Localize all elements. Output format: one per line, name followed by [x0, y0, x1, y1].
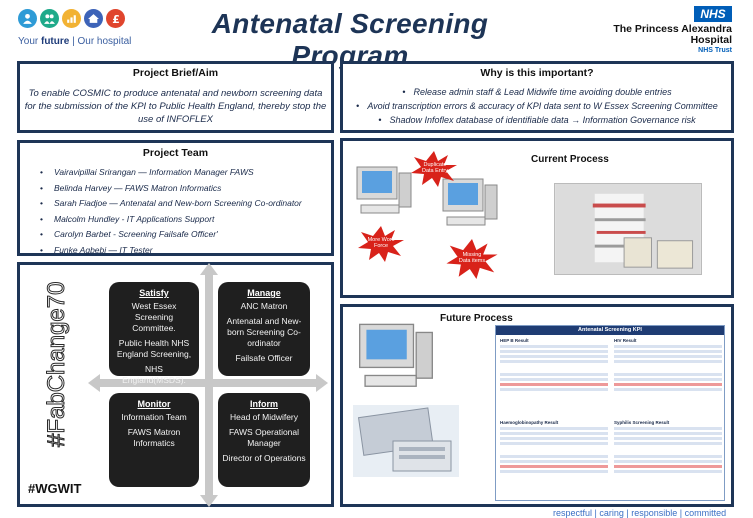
starburst-icon [446, 239, 498, 279]
project-team-title: Project Team [142, 147, 209, 159]
house-icon [84, 9, 103, 28]
header: £ Your future | Our hospital Antenatal S… [0, 0, 753, 71]
kpi-report-title: Antenatal Screening KPI [496, 326, 724, 335]
quadrant-line: Failsafe Officer [235, 353, 293, 363]
team-member: Carolyn Barbet - Screening Failsafe Offi… [40, 227, 331, 243]
keyboard-photo [353, 405, 459, 477]
team-member: Sarah Fiadjoe — Antenatal and New-born S… [40, 196, 331, 212]
project-team-panel: Project Team Vairavipillai Sriranga​n — … [17, 140, 334, 256]
arrow-left-icon [88, 374, 100, 392]
quadrant-title: Satisfy [139, 288, 169, 298]
people-icon [18, 9, 37, 28]
project-brief-title: Project Brief/Aim [132, 67, 219, 79]
group-icon [40, 9, 59, 28]
project-brief-text: To enable COSMIC to produce antenatal an… [24, 88, 327, 125]
quadrant-title: Inform [250, 399, 278, 409]
arrow-down-icon [200, 495, 218, 507]
quadrant-line: West Essex Screening Committee. [131, 301, 177, 333]
future-process-title: Future Process [440, 313, 513, 324]
page-title: Antenatal Screening Program [211, 8, 489, 71]
fabchange-hashtag: #FabChange70 [43, 281, 71, 447]
quadrant-title: Manage [247, 288, 281, 298]
team-member: Funke Agbebi — IT Tester [40, 243, 331, 259]
wgwit-hashtag: #WGWIT [28, 481, 82, 496]
why-important-panel: Why is this important? Release admin sta… [340, 61, 734, 133]
team-member: Malcolm Hundley - IT Applications Suppor… [40, 212, 331, 228]
quadrant-line: Information Team [121, 412, 187, 422]
quadrant-line: NHS England(MSDS). [122, 364, 186, 385]
team-member: Belinda Harvey — FAWS Matron Informatics [40, 181, 331, 197]
current-process-title: Current Process [531, 154, 609, 165]
list-item: Shadow Infoflex database of identifiable… [343, 113, 731, 127]
chart-icon [62, 9, 81, 28]
kpi-section: Haemoglobinopathy Result [500, 420, 608, 473]
hospital-name: The Princess Alexandra Hospital NHS Trus… [613, 23, 732, 55]
quadrant-line: ANC Matron [240, 301, 288, 311]
future-process-panel: Future Process Antenatal Screening KPI H… [340, 304, 734, 507]
team-member: Vairavipillai Sriranga​n — Information M… [40, 165, 331, 181]
duplicate-data-label: Duplicate Data Entry [422, 162, 448, 174]
why-important-list: Release admin staff & Lead Midwife time … [343, 85, 731, 127]
why-important-title: Why is this important? [480, 67, 594, 79]
pound-icon: £ [106, 9, 125, 28]
arrow-up-icon [200, 263, 218, 275]
team-list: Vairavipillai Sriranga​n — Information M… [20, 165, 331, 258]
computer-icon [356, 166, 412, 214]
satisfy-quadrant: Satisfy West Essex Screening Committee. … [109, 282, 199, 385]
manage-quadrant: Manage ANC Matron Antenatal and New-born… [218, 282, 310, 376]
arrow-right-icon [316, 374, 328, 392]
quadrant-line: FAWS Operational Manager [228, 427, 300, 448]
project-brief-panel: Project Brief/Aim To enable COSMIC to pr… [17, 61, 334, 133]
more-work-label: More Work Force [367, 237, 395, 249]
computer-icon [442, 178, 498, 226]
fabchange-text: #FabChange70 [43, 282, 70, 447]
values-footer: respectful | caring | responsible | comm… [553, 508, 727, 518]
starburst-icon [358, 226, 404, 262]
kpi-report-preview: Antenatal Screening KPI HEP B Result HIV… [495, 325, 725, 501]
stakeholder-matrix-panel: #FabChange70 #WGWIT Satisfy West Essex S… [17, 262, 334, 507]
nhs-logo: NHS [694, 6, 732, 22]
computer-icon [359, 323, 433, 387]
missing-data-label: Missing Data items [458, 252, 486, 264]
current-process-panel: Current Process Duplicate Data Entry Mor… [340, 138, 734, 298]
inform-quadrant: Inform Head of Midwifery FAWS Operationa… [218, 393, 310, 487]
starburst-icon [411, 151, 457, 187]
quadrant-line: Director of Operations [222, 453, 306, 463]
svg-text:£: £ [112, 13, 120, 25]
quadrant-title: Monitor [137, 399, 171, 409]
horizontal-axis [94, 379, 322, 387]
tagline: Your future | Our hospital [18, 36, 132, 47]
paper-stack-photo [554, 183, 702, 275]
list-item: Avoid transcription errors & accuracy of… [343, 99, 731, 113]
monitor-quadrant: Monitor Information Team FAWS Matron Inf… [109, 393, 199, 487]
kpi-section: Syphilis Screening Result [614, 420, 722, 473]
kpi-section: HEP B Result [500, 338, 608, 391]
hospital-logo: £ [18, 9, 125, 28]
quadrant-line: Antenatal and New-born Screening Co-ordi… [226, 316, 302, 348]
quadrant-line: FAWS Matron Informatics [127, 427, 181, 448]
list-item: Release admin staff & Lead Midwife time … [343, 85, 731, 99]
quadrant-line: Head of Midwifery [229, 412, 299, 422]
quadrant-line: Public Health NHS England Screening, [116, 338, 192, 359]
kpi-section: HIV Result [614, 338, 722, 391]
